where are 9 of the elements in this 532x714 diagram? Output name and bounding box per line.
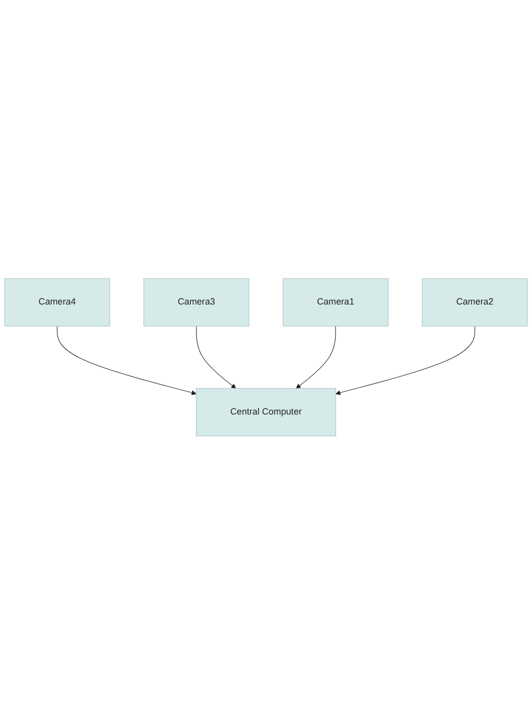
node-box: Central Computer: [196, 388, 336, 436]
arrow: [196, 326, 236, 388]
arrow: [296, 326, 336, 388]
node-box: Camera1: [282, 278, 389, 326]
arrow: [336, 326, 476, 395]
node-box: Camera2: [422, 278, 528, 326]
arrow: [56, 326, 196, 395]
node-box: Camera4: [4, 278, 110, 326]
node-box: Camera3: [143, 278, 250, 326]
